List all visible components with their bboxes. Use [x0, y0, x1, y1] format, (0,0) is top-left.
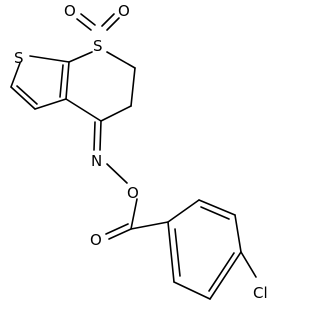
bond-ar3-ar4	[234, 214, 242, 253]
bond-ar6-ar1	[167, 221, 175, 283]
bond-c4-n-double	[93, 121, 96, 151]
bond-ar2-ar3	[198, 199, 236, 216]
bond-ar4-ar5-inner	[208, 252, 235, 292]
bond-c3a-c7a-double	[59, 64, 64, 98]
bond-c3a-c7a	[65, 61, 70, 100]
bond-c5-c4	[100, 105, 132, 122]
atom-cl: Cl	[253, 284, 268, 302]
bond-s7-o-right	[106, 17, 120, 31]
atom-o-sulfone-right: O	[118, 2, 130, 20]
bond-c-o-carbonyl	[108, 228, 132, 240]
bond-c7a-s1	[29, 55, 70, 63]
bond-ar4-cl	[240, 251, 257, 278]
bond-c3-c3a	[34, 98, 67, 110]
bond-c2-c3	[10, 86, 36, 110]
bond-s7-o-left-double	[80, 13, 96, 26]
bond-s7-o-right-double	[101, 13, 115, 27]
atom-o-sulfone-left: O	[64, 2, 76, 20]
bond-ar5-ar6	[173, 281, 211, 300]
bond-ar4-ar5	[209, 251, 242, 300]
bond-c2-c3-double	[16, 85, 38, 105]
bond-c6-c5	[130, 67, 136, 107]
bond-c7a-s7	[68, 51, 93, 63]
atom-labels: S S O O N O O Cl	[14, 2, 268, 302]
bond-ar2-ar3-inner	[200, 206, 230, 220]
bond-ar1-ar2	[167, 199, 200, 223]
atom-s-sulfone: S	[93, 37, 103, 55]
bond-ar6-ar1-inner	[174, 228, 181, 277]
bond-c-o-carbonyl-double	[105, 223, 129, 235]
bond-c4-n	[99, 120, 102, 151]
bond-c4-c3a	[65, 98, 102, 122]
bond-c-aryl	[130, 221, 169, 230]
bond-s1-c2	[10, 62, 21, 88]
atom-s-thiophene: S	[14, 49, 24, 67]
bond-n-o	[106, 163, 128, 184]
molecule-structure: S S O O N O O Cl	[10, 2, 268, 302]
bond-s7-o-left	[76, 18, 92, 31]
atom-o-carbonyl: O	[90, 231, 102, 249]
bond-s7-c6	[106, 51, 136, 69]
bond-o-carbonyl-c	[130, 198, 138, 230]
atom-o-oxime: O	[127, 184, 139, 202]
bonds	[10, 13, 257, 300]
atom-n-oxime: N	[91, 152, 102, 170]
